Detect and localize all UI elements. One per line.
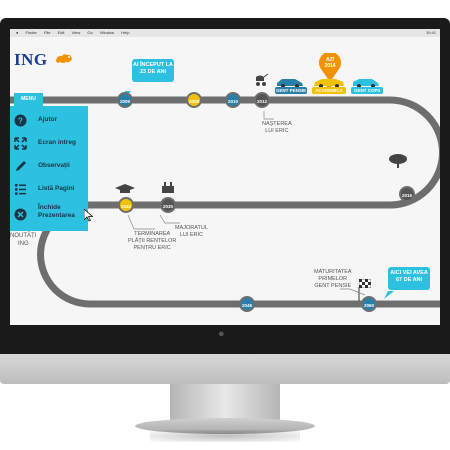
caption-line: PRIMELOR	[318, 276, 348, 282]
stand-shadow	[150, 430, 300, 442]
start-age-line2: 23 DE ANI	[139, 69, 167, 75]
apple-menu-icon[interactable]: ●	[16, 30, 19, 35]
end-age-bubble: AICI VEI AVEA 67 DE ANI	[388, 267, 430, 290]
year-node[interactable]: 2009	[186, 92, 202, 108]
year-node[interactable]: 2032	[118, 197, 134, 213]
year-node[interactable]: 2009	[117, 92, 133, 108]
product-tag[interactable]: GENT PENSIE	[275, 87, 307, 94]
stroller-icon	[256, 73, 269, 86]
caption-line: LUI ERIC	[265, 128, 289, 134]
caption-line: NAȘTEREA	[262, 121, 292, 127]
help-icon: ?	[14, 114, 27, 127]
menu-tab[interactable]: MENU	[14, 93, 43, 106]
maturity-caption: MATURITATEA PRIMELOR GENT PENSIE	[314, 269, 352, 290]
close-label-line2: Prezentarea	[38, 212, 75, 219]
product-tag[interactable]: ACADEMICA	[312, 87, 346, 94]
caption-line: PENTRU ERIC	[133, 245, 171, 251]
end-age-line2: 67 DE ANI	[395, 277, 423, 283]
menu-item-label: Închide Prezentarea	[38, 204, 75, 220]
year-node[interactable]: 2046	[239, 296, 255, 312]
close-icon	[14, 208, 27, 221]
monitor-stand-base	[135, 418, 315, 434]
rent-end-caption: TERMINAREA PLĂȚII RENTELOR PENTRU ERIC	[128, 231, 176, 252]
product-tag[interactable]: GENT COPII	[351, 87, 383, 94]
caption-line: GENT PENSIE	[314, 283, 352, 289]
today-marker-icon	[319, 53, 341, 82]
screen: ● Finder File Edit View Go Window Help 1…	[10, 29, 440, 325]
today-marker: AZI 2014	[318, 57, 342, 69]
today-marker-line1: AZI	[325, 57, 335, 63]
caption-line: MATURITATEA	[314, 269, 352, 275]
menubar-item[interactable]: Help	[121, 30, 130, 35]
lion-logo-icon	[56, 54, 72, 63]
graduation-cap-icon	[115, 184, 135, 193]
finish-flag-icon	[359, 279, 371, 288]
menu-item-label: Ajutor	[38, 116, 58, 123]
ing-logo-text: ING	[14, 50, 48, 69]
news-link[interactable]: NOUTĂȚI ING	[10, 232, 36, 248]
news-line2: ING	[18, 241, 29, 247]
list-icon	[15, 184, 26, 195]
fullscreen-icon	[14, 137, 27, 150]
year-node[interactable]: 2010	[225, 92, 241, 108]
start-age-line1: AI ÎNCEPUT LA	[132, 62, 174, 68]
caption-line: LUI ERIC	[179, 232, 204, 238]
menubar-item[interactable]: View	[71, 30, 81, 35]
tree-icon	[389, 154, 407, 168]
menu-item-notes[interactable]: Observații	[10, 156, 88, 178]
caption-line: MAJORATUL	[175, 225, 208, 231]
caption-line: TERMINAREA	[134, 231, 171, 237]
monitor-stand	[170, 384, 280, 420]
svg-text:?: ?	[18, 117, 23, 126]
birth-caption: NAȘTEREA LUI ERIC	[262, 121, 292, 135]
end-age-line1: AICI VEI AVEA	[390, 270, 428, 276]
menubar-item[interactable]: File	[44, 30, 51, 35]
cake-icon	[162, 182, 174, 193]
apple-logo-icon: ●	[218, 328, 225, 340]
menubar-item[interactable]: Finder	[25, 30, 37, 35]
caption-line: PLĂȚII RENTELOR	[128, 238, 177, 244]
menubar-item[interactable]: Go	[87, 30, 93, 35]
menu-item-label: Listă Pagini	[38, 185, 75, 192]
menu-item-close-presentation[interactable]: Închide Prezentarea	[10, 202, 88, 228]
menu-item-help[interactable]: ? Ajutor	[10, 110, 88, 132]
close-label-line1: Închide	[38, 204, 61, 211]
menu-item-fullscreen[interactable]: Ecran intreg	[10, 133, 88, 155]
menu-item-label: Observații	[38, 162, 70, 169]
pencil-icon	[16, 161, 26, 171]
year-node[interactable]: 2060	[361, 296, 377, 312]
menu-item-label: Ecran intreg	[38, 139, 76, 146]
majority-caption: MAJORATUL LUI ERIC	[175, 225, 208, 239]
menubar-clock: 10:41	[425, 30, 436, 35]
side-menu: ? Ajutor Ecran intreg Observații Listă P…	[10, 106, 88, 231]
year-node[interactable]: 2015	[399, 186, 415, 202]
menubar-item[interactable]: Edit	[57, 30, 65, 35]
monitor-chin	[0, 354, 450, 384]
menu-item-page-list[interactable]: Listă Pagini	[10, 179, 88, 201]
year-node[interactable]: 2012	[254, 92, 270, 108]
menu-bar: ● Finder File Edit View Go Window Help 1…	[10, 29, 440, 37]
menubar-item[interactable]: Window	[99, 30, 115, 35]
year-node[interactable]: 2030	[160, 197, 176, 213]
mouse-cursor-icon	[84, 209, 93, 222]
start-age-bubble: AI ÎNCEPUT LA 23 DE ANI	[132, 59, 174, 82]
news-line1: NOUTĂȚI	[10, 233, 37, 239]
today-marker-line2: 2014	[324, 63, 336, 69]
